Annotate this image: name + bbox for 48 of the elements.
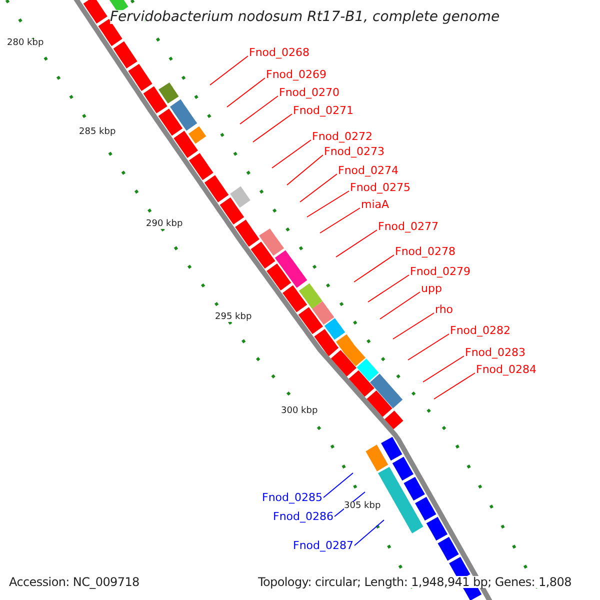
genome-info: Topology: circular; Length: 1,948,941 bp; Genes: 1,808: [258, 576, 572, 588]
gene-label: Fnod_0275: [350, 182, 411, 193]
leader-line: [210, 56, 248, 86]
gene-label: miaA: [361, 199, 390, 210]
leader-line: [434, 372, 476, 400]
gene-label: Fnod_0272: [312, 131, 373, 142]
leader-line: [323, 472, 354, 498]
gene-label: Fnod_0287: [293, 540, 354, 551]
leader-line: [306, 190, 350, 218]
gene-label: Fnod_0284: [476, 364, 537, 375]
leader-line: [226, 78, 266, 108]
gene-label: Fnod_0285: [262, 492, 323, 503]
leader-line: [354, 254, 394, 282]
scale-label: 300 kbp: [281, 407, 318, 416]
leader-line: [408, 334, 450, 360]
gene-label: Fnod_0286: [273, 511, 334, 522]
leader-line: [320, 208, 360, 234]
leader-line: [336, 230, 378, 258]
gene-label: Fnod_0279: [410, 266, 471, 277]
gene-label: Fnod_0268: [249, 47, 310, 58]
scale-label: 290 kbp: [146, 220, 183, 229]
leader-line: [354, 520, 384, 546]
gene-label: Fnod_0278: [395, 246, 456, 257]
genome-title: Fervidobacterium nodosum Rt17-B1, complete genome: [110, 10, 500, 24]
leader-line: [392, 312, 434, 340]
scale-label: 285 kbp: [79, 128, 116, 137]
gene-label: Fnod_0270: [279, 87, 340, 98]
genome-info: Accession: NC_009718: [9, 576, 140, 588]
scale-label: 295 kbp: [215, 313, 252, 322]
leader-line: [300, 174, 338, 202]
leader-line: [368, 274, 410, 302]
gene-label: Fnod_0273: [324, 146, 385, 157]
gene-label: Fnod_0274: [338, 165, 399, 176]
leader-line: [422, 356, 464, 382]
leader-line: [252, 114, 292, 142]
gene-label: Fnod_0283: [465, 347, 526, 358]
leader-line: [240, 96, 278, 124]
scale-label: 280 kbp: [7, 39, 44, 48]
gene-label: upp: [421, 283, 442, 294]
leader-line: [380, 292, 420, 320]
gene-label: Fnod_0282: [450, 325, 511, 336]
leader-line: [272, 140, 312, 168]
gene-label: Fnod_0269: [266, 69, 327, 80]
gene-label: Fnod_0271: [293, 105, 354, 116]
gene-label: rho: [435, 304, 454, 315]
leader-line: [286, 154, 324, 186]
scale-label: 305 kbp: [344, 502, 381, 511]
gene-label: Fnod_0277: [378, 221, 439, 232]
